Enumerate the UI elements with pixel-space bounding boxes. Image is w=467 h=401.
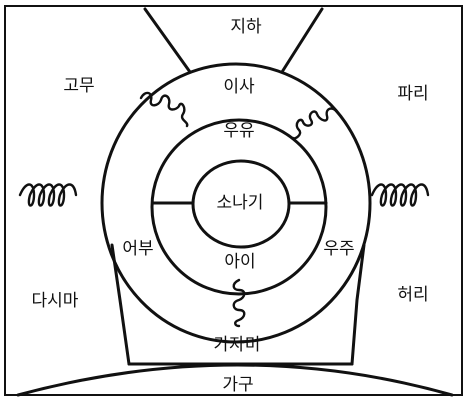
label-move: 이사 [223, 77, 255, 97]
coil-left [18, 183, 78, 207]
middle-ring [150, 118, 328, 296]
label-furniture: 가구 [222, 375, 253, 395]
label-space: 우주 [323, 239, 354, 259]
coil-upper-right [291, 107, 339, 140]
label-child: 아이 [224, 252, 255, 272]
coil-upper-left [139, 91, 189, 128]
coil-bottom [232, 278, 246, 328]
label-fisherman: 어부 [122, 239, 153, 259]
label-shower: 소나기 [217, 193, 264, 213]
label-waist: 허리 [397, 285, 428, 305]
label-flatfish: 가자미 [214, 335, 261, 355]
border [4, 5, 463, 396]
coil-right [370, 183, 430, 207]
outer-ring [100, 62, 372, 344]
label-milk: 우유 [223, 121, 254, 141]
wall-lower-left [110, 243, 131, 366]
wall-top-right [280, 7, 324, 74]
label-rubber: 고무 [63, 76, 94, 96]
label-paris: 파리 [397, 84, 428, 104]
wall-top-left [143, 7, 192, 74]
label-kelp: 다시마 [32, 291, 79, 311]
label-underground: 지하 [230, 17, 262, 37]
wall-lower-right [350, 243, 366, 366]
bottom-arc [16, 363, 454, 397]
